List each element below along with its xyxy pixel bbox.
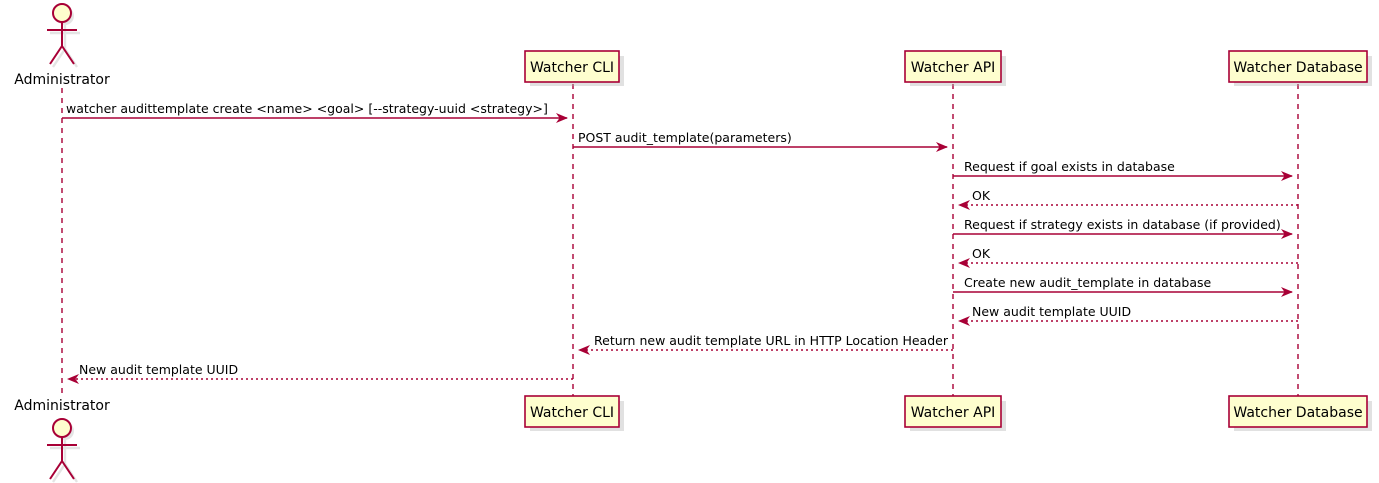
participant-box-bottom[interactable]: [524, 395, 620, 428]
message-label: Request if goal exists in database: [964, 159, 1175, 174]
message-label: Return new audit template URL in HTTP Lo…: [594, 333, 949, 348]
participant-label-watcher-database-bottom: Watcher Database: [1233, 405, 1362, 421]
participant-watcher-database-top[interactable]: Watcher Database: [1228, 50, 1372, 86]
participant-label-watcher-api-bottom: Watcher API: [911, 405, 996, 421]
participant-watcher-cli-top[interactable]: Watcher CLI: [524, 50, 624, 86]
participant-box-top[interactable]: [904, 50, 1002, 83]
participant-label-watcher-api-top: Watcher API: [911, 60, 996, 76]
participant-watcher-api-top[interactable]: Watcher API: [904, 50, 1006, 86]
message-label: OK: [972, 188, 991, 203]
message-9[interactable]: Return new audit template URL in HTTP Lo…: [578, 333, 953, 355]
actor-administrator-bottom[interactable]: Administrator: [14, 398, 110, 483]
message-7[interactable]: Create new audit_template in database: [953, 275, 1293, 297]
actor-body-icon: [47, 437, 77, 480]
participant-watcher-cli-bottom[interactable]: Watcher CLI: [524, 395, 624, 431]
message-label: New audit template UUID: [79, 362, 238, 377]
message-label: Request if strategy exists in database (…: [964, 217, 1281, 232]
participant-watcher-database-bottom[interactable]: Watcher Database: [1228, 395, 1372, 431]
participant-label-watcher-cli-top: Watcher CLI: [530, 60, 614, 76]
participant-label-watcher-database-top: Watcher Database: [1233, 60, 1362, 76]
message-10[interactable]: New audit template UUID: [67, 362, 573, 384]
messages: watcher audittemplate create <name> <goa…: [62, 101, 1298, 384]
actor-label-administrator-bottom: Administrator: [14, 398, 110, 414]
message-label: New audit template UUID: [972, 304, 1131, 319]
participant-box-top[interactable]: [1228, 50, 1368, 83]
message-5[interactable]: Request if strategy exists in database (…: [953, 217, 1293, 239]
participant-label-watcher-cli-bottom: Watcher CLI: [530, 405, 614, 421]
actor-label-administrator-top: Administrator: [14, 72, 110, 88]
actor-head-icon: [52, 3, 72, 23]
actor-administrator-top[interactable]: Administrator: [14, 3, 110, 88]
message-label: POST audit_template(parameters): [578, 130, 792, 145]
participant-box-bottom[interactable]: [904, 395, 1002, 428]
message-3[interactable]: Request if goal exists in database: [953, 159, 1293, 181]
message-label: OK: [972, 246, 991, 261]
participant-box-top[interactable]: [524, 50, 620, 83]
message-label: Create new audit_template in database: [964, 275, 1211, 290]
message-6[interactable]: OK: [958, 246, 1298, 268]
message-2[interactable]: POST audit_template(parameters): [573, 130, 948, 152]
lifelines: [61, 84, 1299, 396]
actor-head-icon: [52, 418, 72, 438]
message-1[interactable]: watcher audittemplate create <name> <goa…: [62, 101, 568, 123]
participant-box-bottom[interactable]: [1228, 395, 1368, 428]
message-4[interactable]: OK: [958, 188, 1298, 210]
message-label: watcher audittemplate create <name> <goa…: [66, 101, 548, 116]
actor-body-icon: [47, 22, 77, 65]
participant-watcher-api-bottom[interactable]: Watcher API: [904, 395, 1006, 431]
message-8[interactable]: New audit template UUID: [958, 304, 1298, 326]
